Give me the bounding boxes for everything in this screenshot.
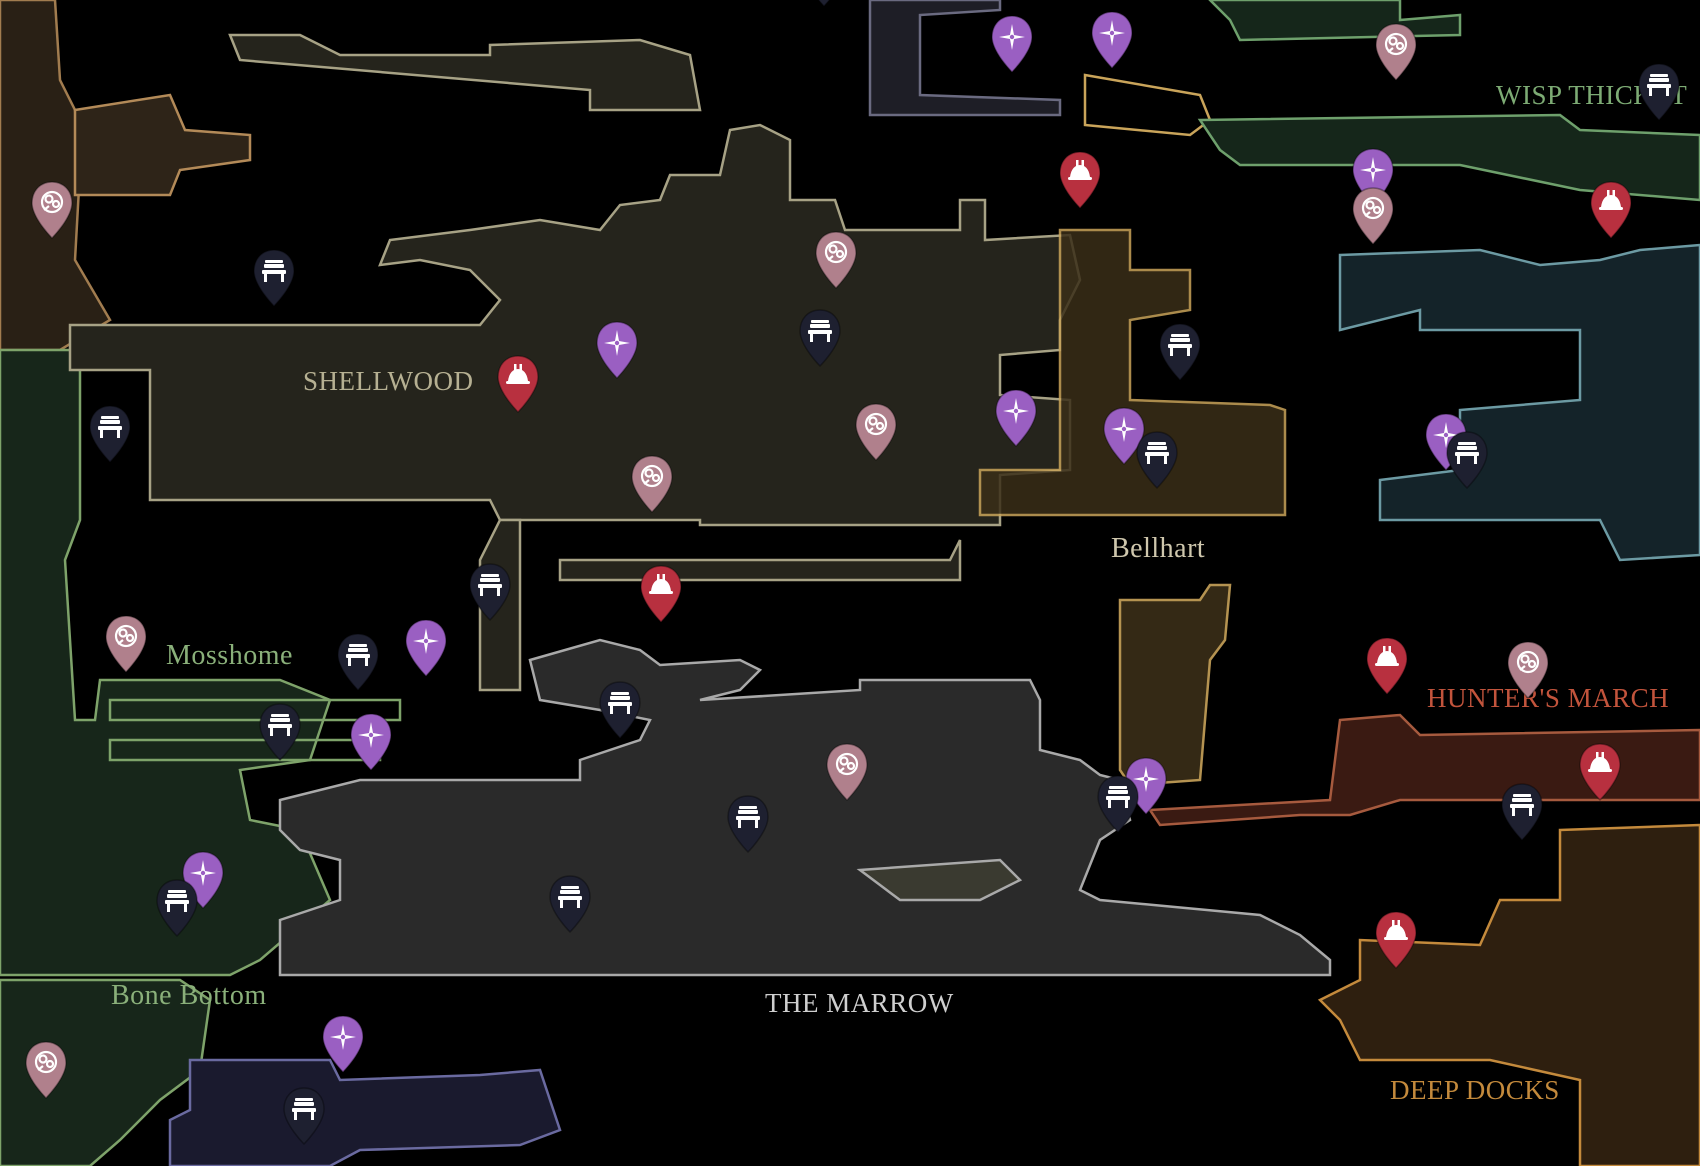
map-marker-flower[interactable] (1350, 186, 1396, 248)
map-marker-star[interactable] (320, 1014, 366, 1076)
top-dark-zone (868, 0, 1062, 117)
bench-icon (549, 875, 591, 934)
bell-icon (1366, 637, 1408, 696)
bench-icon (1097, 775, 1139, 834)
compass-star-icon (995, 389, 1037, 448)
map-marker-flower[interactable] (29, 180, 75, 242)
map-marker-bench[interactable] (725, 794, 771, 856)
flower-icon (855, 403, 897, 462)
mosshome-zone (0, 348, 402, 1166)
map-marker-bench[interactable] (547, 874, 593, 936)
compass-star-icon (322, 1015, 364, 1074)
compass-star-icon (596, 321, 638, 380)
bell-icon (1375, 911, 1417, 970)
map-marker-bell[interactable] (1364, 636, 1410, 698)
map-marker-bench[interactable] (1636, 62, 1682, 124)
bench-icon (1159, 323, 1201, 382)
bench-icon (727, 795, 769, 854)
map-marker-flower[interactable] (1505, 640, 1551, 702)
flower-icon (1507, 641, 1549, 700)
bell-icon (640, 565, 682, 624)
map-marker-bench[interactable] (281, 1086, 327, 1148)
bench-icon (89, 405, 131, 464)
map-marker-bell[interactable] (1373, 910, 1419, 972)
bench-icon (283, 1087, 325, 1146)
bench-icon (469, 563, 511, 622)
map-marker-bench[interactable] (1444, 430, 1490, 492)
left-column-zone (0, 0, 252, 352)
map-marker-bench[interactable] (1499, 782, 1545, 844)
map-marker-flower[interactable] (824, 742, 870, 804)
map-marker-bench[interactable] (597, 680, 643, 742)
map-marker-bench[interactable] (1157, 322, 1203, 384)
compass-star-icon (991, 15, 1033, 74)
map-marker-bell[interactable] (1577, 742, 1623, 804)
wisp-thicket-zone (1197, 0, 1700, 202)
flower-icon (631, 455, 673, 514)
map-marker-bench[interactable] (154, 878, 200, 940)
bench-icon (337, 633, 379, 692)
map-marker-star[interactable] (1089, 10, 1135, 72)
map-marker-bell[interactable] (1057, 150, 1103, 212)
map-marker-star[interactable] (989, 14, 1035, 76)
bell-icon (1579, 743, 1621, 802)
flower-icon (826, 743, 868, 802)
map-marker-bench[interactable] (801, 0, 847, 10)
bench-icon (1446, 431, 1488, 490)
bell-icon (1059, 151, 1101, 210)
map-marker-flower[interactable] (1373, 22, 1419, 84)
map-marker-bell[interactable] (495, 354, 541, 416)
bell-icon (1590, 181, 1632, 240)
bellhart-zone (978, 73, 1287, 787)
bench-icon (799, 309, 841, 368)
compass-star-icon (350, 713, 392, 772)
bench-icon (259, 703, 301, 762)
flower-icon (1352, 187, 1394, 246)
flower-icon (815, 231, 857, 290)
marrow-zone (278, 638, 1332, 977)
map-marker-bench[interactable] (87, 404, 133, 466)
map-marker-flower[interactable] (629, 454, 675, 516)
bench-icon (156, 879, 198, 938)
map-marker-bench[interactable] (1134, 430, 1180, 492)
compass-star-icon (1091, 11, 1133, 70)
map-marker-bench[interactable] (1095, 774, 1141, 836)
bench-icon (1136, 431, 1178, 490)
map-marker-bench[interactable] (467, 562, 513, 624)
map-marker-flower[interactable] (23, 1040, 69, 1102)
map-marker-flower[interactable] (853, 402, 899, 464)
hunters-march-zone (1147, 713, 1700, 827)
map-marker-star[interactable] (1101, 406, 1147, 468)
map-marker-bench[interactable] (797, 308, 843, 370)
compass-star-icon (1103, 407, 1145, 466)
flower-icon (105, 615, 147, 674)
map-marker-bench[interactable] (257, 702, 303, 764)
compass-star-icon (405, 619, 447, 678)
deep-docks-zone (1317, 823, 1700, 1166)
flower-icon (31, 181, 73, 240)
map-marker-flower[interactable] (813, 230, 859, 292)
flower-icon (1375, 23, 1417, 82)
map-marker-bench[interactable] (251, 248, 297, 310)
map-marker-star[interactable] (348, 712, 394, 774)
bench-icon (1501, 783, 1543, 842)
bench-icon (817, 0, 831, 8)
map-marker-star[interactable] (594, 320, 640, 382)
bell-icon (497, 355, 539, 414)
map-marker-bench[interactable] (335, 632, 381, 694)
map-marker-bell[interactable] (1588, 180, 1634, 242)
bench-icon (253, 249, 295, 308)
map-marker-flower[interactable] (103, 614, 149, 676)
map-marker-star[interactable] (993, 388, 1039, 450)
flower-icon (25, 1041, 67, 1100)
teal-zone (1338, 243, 1700, 562)
lower-left-zone (168, 1058, 562, 1166)
map-marker-star[interactable] (403, 618, 449, 680)
map-marker-bell[interactable] (638, 564, 684, 626)
bench-icon (599, 681, 641, 740)
bench-icon (1638, 63, 1680, 122)
